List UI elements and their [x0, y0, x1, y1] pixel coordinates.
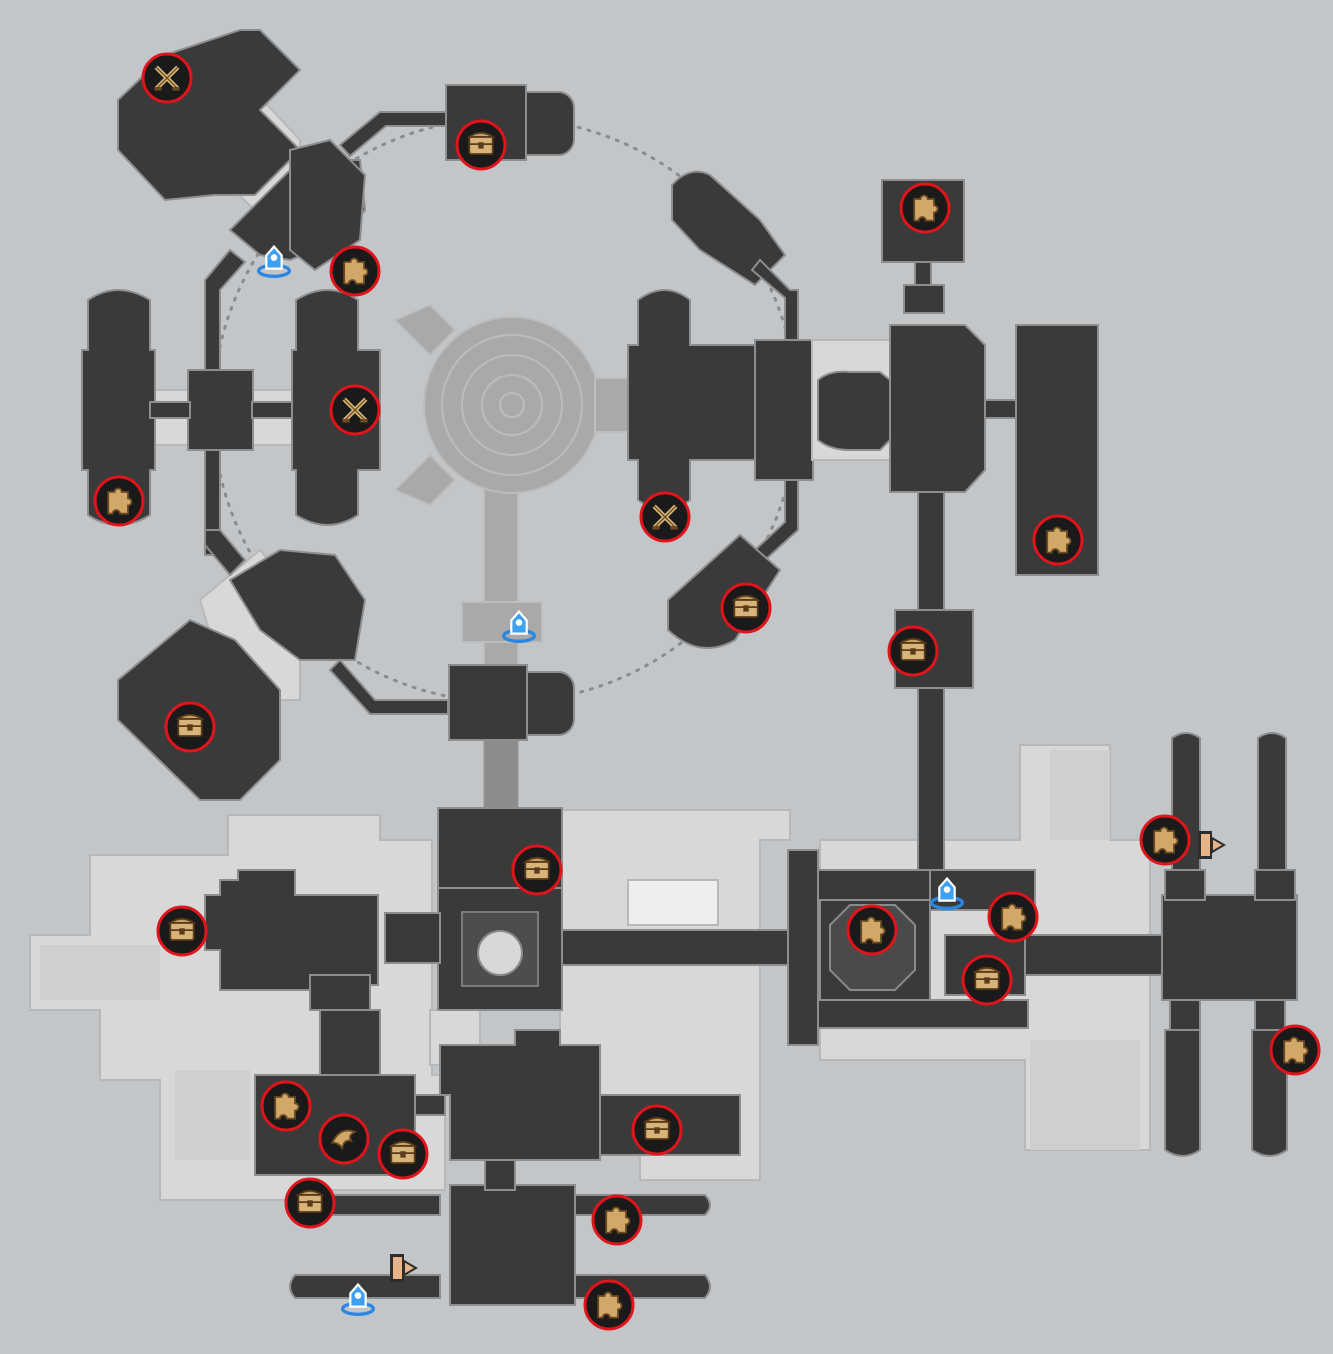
map-marker[interactable]: [846, 904, 898, 956]
chest-icon: [169, 917, 195, 941]
map-marker[interactable]: [583, 1279, 635, 1331]
puzzle-icon: [597, 1291, 623, 1319]
chest-icon: [390, 1140, 416, 1164]
chest-icon: [974, 966, 1000, 990]
map-marker[interactable]: [455, 119, 507, 171]
map-marker[interactable]: [639, 491, 691, 543]
map-marker[interactable]: [329, 384, 381, 436]
map-marker[interactable]: [987, 891, 1039, 943]
chest-icon: [644, 1116, 670, 1140]
map-marker[interactable]: [141, 52, 193, 104]
chest-icon: [297, 1189, 323, 1213]
map-marker[interactable]: [899, 182, 951, 234]
markers-layer: [93, 52, 1321, 1331]
chest-icon: [177, 713, 203, 737]
map-marker[interactable]: [511, 844, 563, 896]
ne-ring-rooms: [627, 170, 893, 649]
map-marker[interactable]: [1269, 1024, 1321, 1076]
map-marker[interactable]: [631, 1104, 683, 1156]
puzzle-icon: [860, 916, 886, 944]
puzzle-icon: [1046, 526, 1072, 554]
nw-wing: [117, 29, 449, 556]
puzzle-icon: [343, 257, 369, 285]
puzzle-icon: [274, 1092, 300, 1120]
chest-icon: [733, 594, 759, 618]
map-marker[interactable]: [720, 582, 772, 634]
map-marker[interactable]: [329, 245, 381, 297]
puzzle-icon: [107, 487, 133, 515]
puzzle-icon: [913, 194, 939, 222]
map-marker[interactable]: [591, 1194, 643, 1246]
chest-icon: [468, 131, 494, 155]
puzzle-icon: [1001, 903, 1027, 931]
chest-icon: [900, 637, 926, 661]
puzzle-icon: [1153, 826, 1179, 854]
map-marker[interactable]: [284, 1177, 336, 1229]
west-wing: [81, 289, 381, 526]
sw-wing: [117, 529, 576, 801]
map-marker[interactable]: [1032, 514, 1084, 566]
exit-door-icon[interactable]: [1197, 830, 1225, 860]
map-marker[interactable]: [164, 701, 216, 753]
map-marker[interactable]: [1139, 814, 1191, 866]
map-marker[interactable]: [377, 1128, 429, 1180]
puzzle-icon: [1283, 1036, 1309, 1064]
central-plaza: [393, 303, 631, 811]
map-marker[interactable]: [260, 1080, 312, 1132]
puzzle-icon: [605, 1206, 631, 1234]
map-marker[interactable]: [887, 625, 939, 677]
southeast-hub: [787, 732, 1298, 1157]
chest-icon: [524, 856, 550, 880]
map-marker[interactable]: [318, 1113, 370, 1165]
map-marker[interactable]: [961, 954, 1013, 1006]
map-marker[interactable]: [93, 475, 145, 527]
map-marker[interactable]: [156, 905, 208, 957]
